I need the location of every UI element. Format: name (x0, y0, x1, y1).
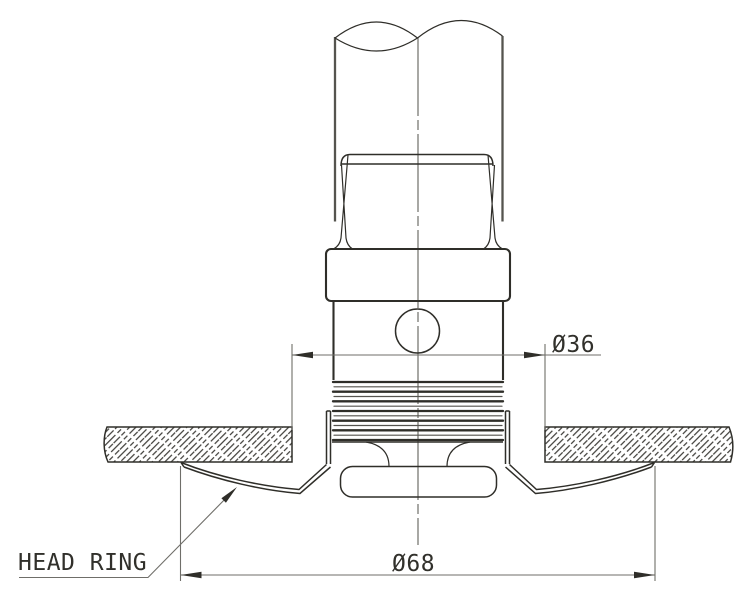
arrowhead (524, 351, 545, 359)
cap-nut-flat-left (333, 154, 353, 250)
ceiling-panel-right (544, 426, 734, 463)
dimension-dia36: Ø36 (291, 332, 601, 430)
ceiling-panel-right-outline (544, 426, 734, 463)
bottom-cap (332, 441, 503, 498)
ceiling-panel-left (103, 426, 293, 463)
leader-line (19, 491, 233, 579)
dimension-dia68: Ø68 (179, 466, 656, 581)
cap-plate (339, 465, 498, 498)
dimension-text-dia68: Ø68 (392, 551, 435, 577)
arrowhead (634, 571, 655, 579)
flange (324, 247, 512, 303)
supply-pipe (333, 19, 504, 222)
head-ring-skirt-left (180, 461, 331, 495)
ceiling-panel-left-outline (103, 426, 293, 463)
head-ring-label: HEAD RING (18, 550, 147, 576)
arrowhead (180, 571, 202, 579)
sprinkler-body (332, 301, 505, 380)
dimension-text-dia36: Ø36 (552, 332, 595, 358)
pipe-break-line (334, 19, 503, 52)
cap-shoulder-left (365, 441, 390, 467)
head-ring-callout: HEAD RING (18, 487, 237, 579)
head-ring (180, 410, 656, 495)
head-ring-collar-left (325, 410, 332, 464)
body-orifice (394, 308, 441, 354)
cap-nut-flat-right (483, 154, 503, 250)
arrowhead (292, 351, 313, 359)
thread-section (331, 380, 505, 442)
leader-arrowhead (221, 487, 237, 503)
head-ring-skirt-right (505, 461, 656, 495)
cap-nut-top-face (340, 153, 494, 167)
head-ring-collar-right (504, 410, 511, 464)
cap-shoulder-right (446, 441, 471, 467)
